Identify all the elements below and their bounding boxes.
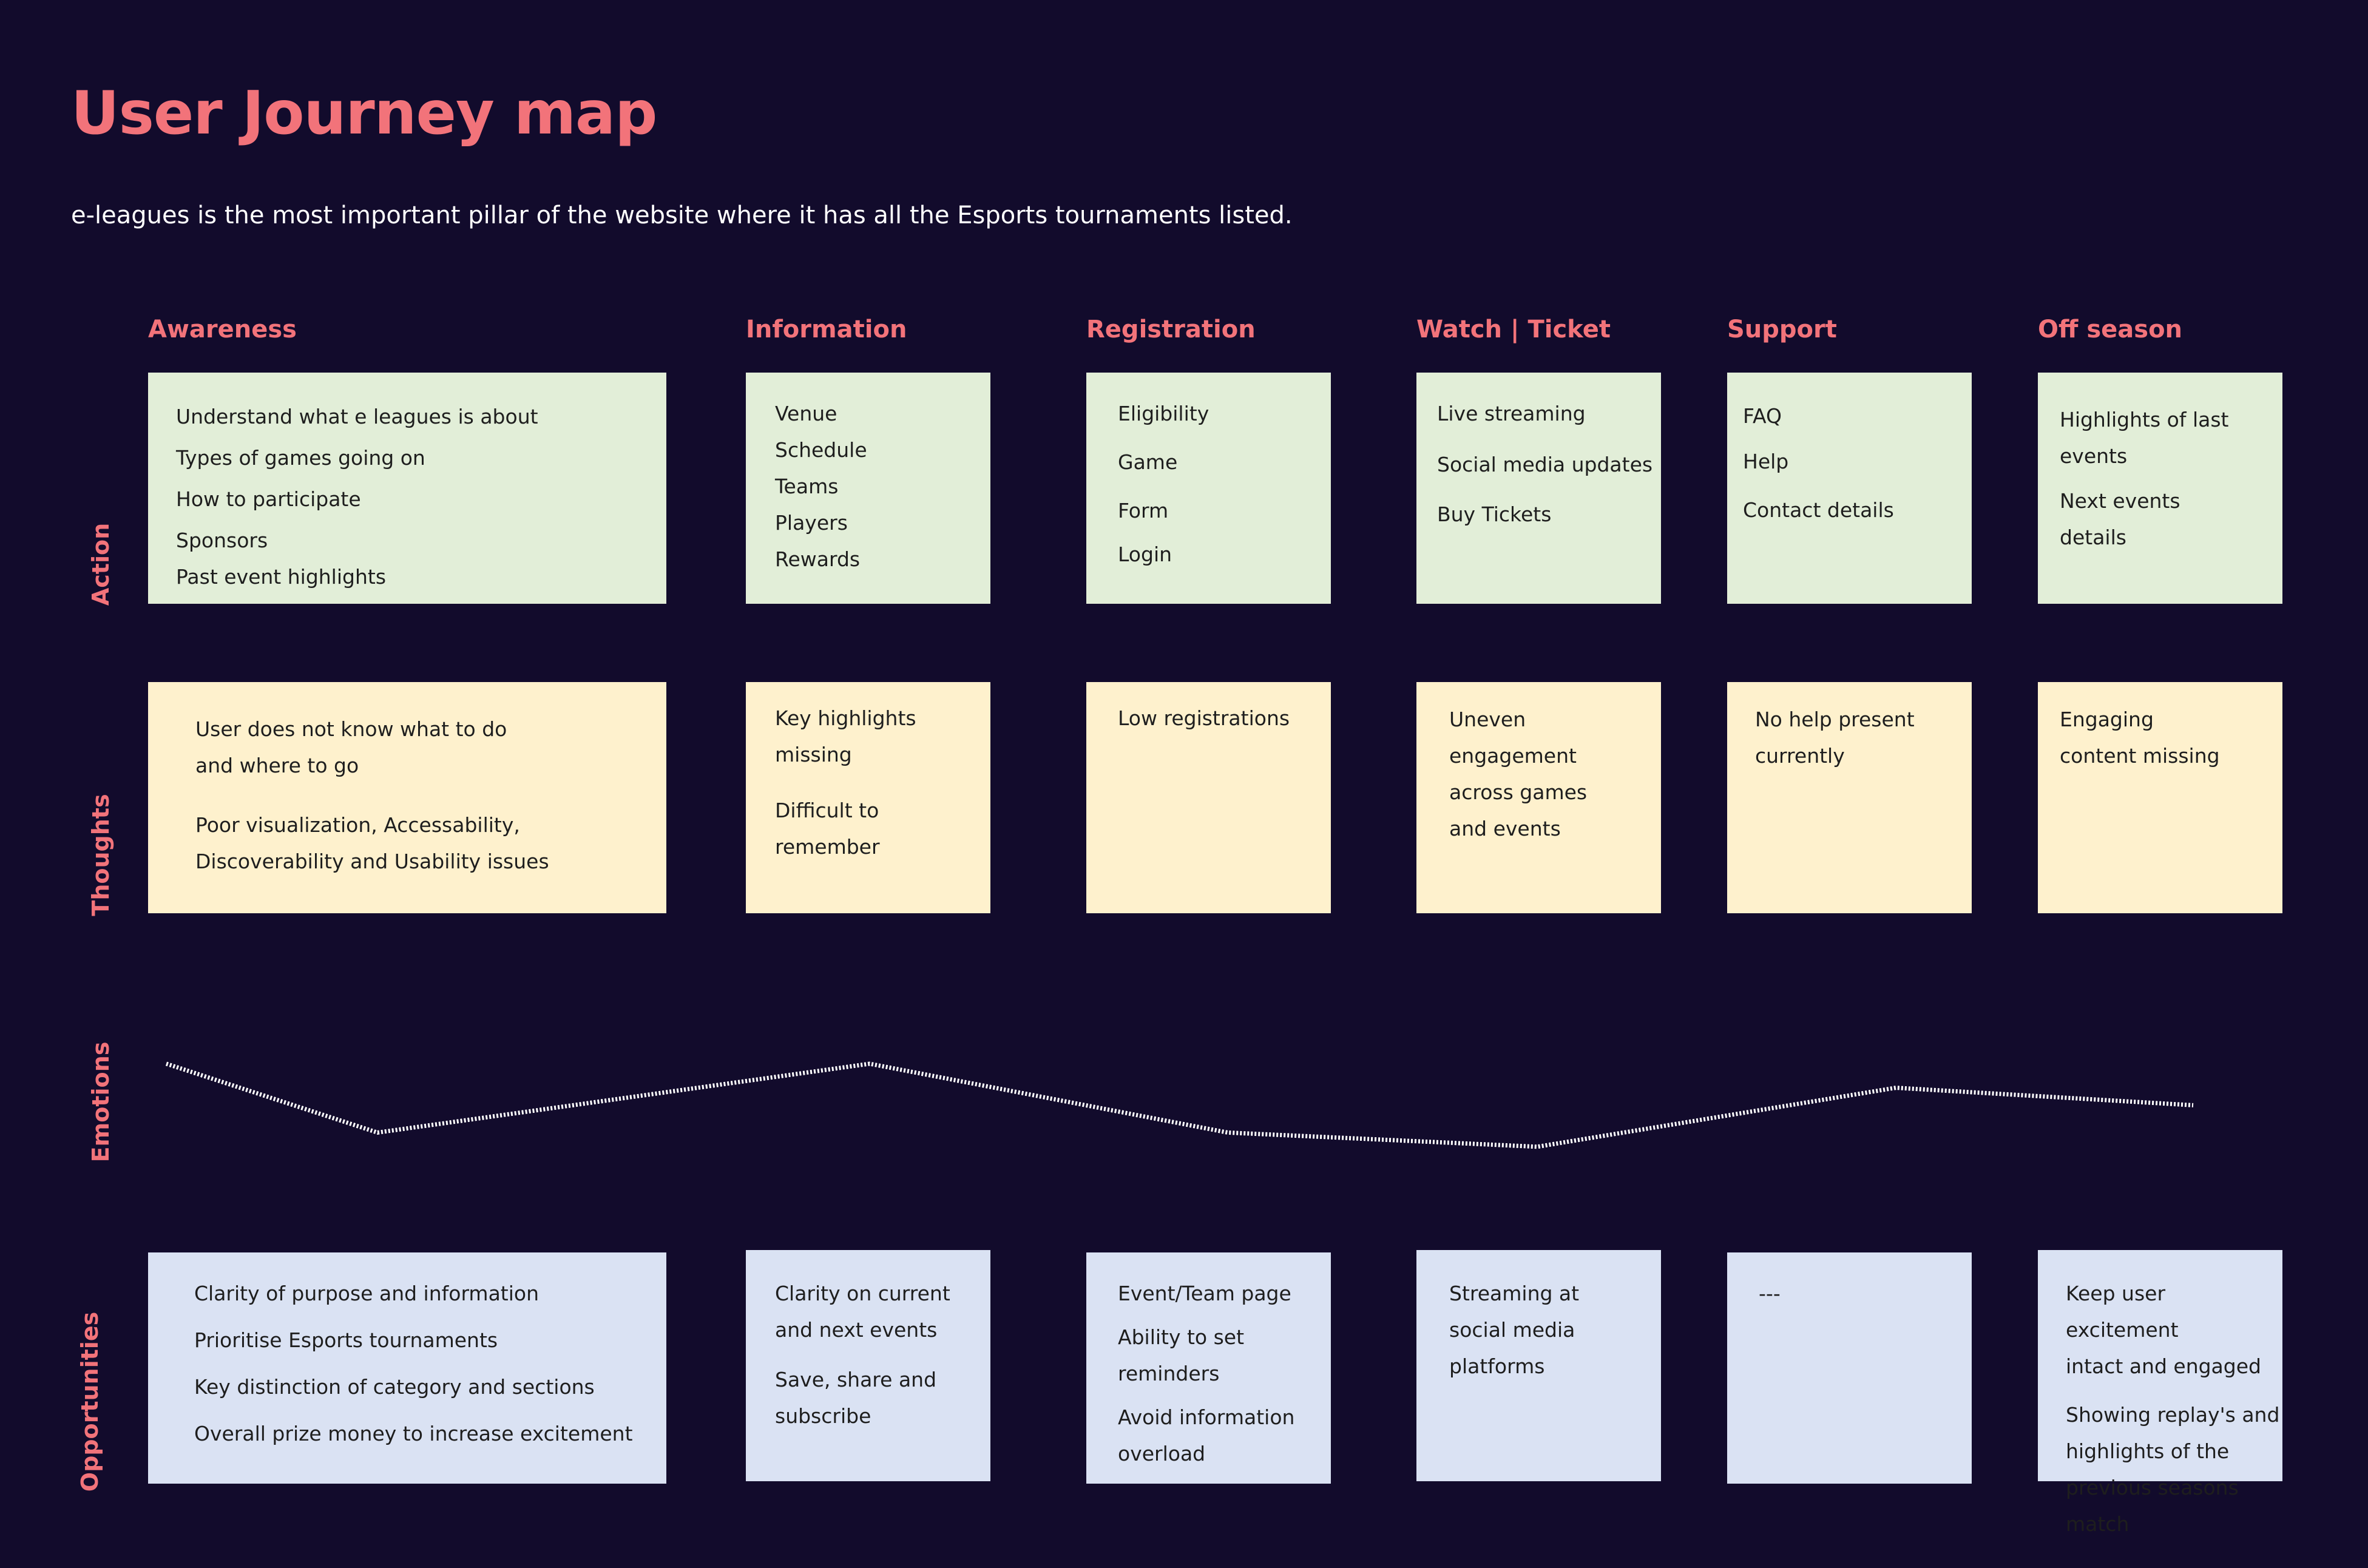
action-item: Contact details [1743,498,1894,522]
action-item: Rewards [775,547,861,571]
thought-item: Low registrations [1118,706,1290,730]
thought-card-awareness: User does not know what to do and where … [148,682,666,913]
stage-header-watch-ticket: Watch | Ticket [1416,316,1611,343]
opportunity-item: Overall prize money to increase exciteme… [194,1422,633,1445]
thought-card-registration: Low registrations [1086,682,1331,913]
action-item: Past event highlights [176,565,387,589]
opportunity-item: Showing replay's and highlights of the p… [2066,1403,2280,1536]
thought-item: User does not know what to do and where … [195,717,507,777]
opportunity-card-watch-ticket: Streaming at social media platforms [1416,1250,1661,1481]
action-card-off-season: Highlights of last events Next events de… [2038,373,2282,604]
action-item: Highlights of last events [2060,408,2229,468]
action-item: Game [1118,450,1178,474]
action-item: How to participate [176,487,361,511]
action-item: Teams [775,475,839,498]
opportunity-item: Save, share and subscribe [775,1368,937,1428]
opportunity-item: Clarity of purpose and information [194,1282,540,1305]
action-card-watch-ticket: Live streaming Social media updates Buy … [1416,373,1661,604]
thought-card-support: No help present currently [1727,682,1972,913]
action-item: Buy Tickets [1437,502,1552,526]
opportunity-item: --- [1759,1282,1781,1305]
stage-header-registration: Registration [1086,316,1256,343]
stage-header-awareness: Awareness [148,316,297,343]
stage-header-information: Information [746,316,907,343]
thought-card-information: Key highlights missing Difficult to reme… [746,682,990,913]
thought-item: Poor visualization, Accessability, Disco… [195,813,549,873]
action-item: Sponsors [176,529,268,552]
opportunity-item: Avoid information overload [1118,1405,1295,1465]
opportunity-card-registration: Event/Team page Ability to set reminders… [1086,1252,1331,1484]
opportunity-item: Prioritise Esports tournaments [194,1328,498,1352]
stage-header-support: Support [1727,316,1837,343]
action-item: FAQ [1743,404,1782,428]
action-item: Login [1118,542,1172,566]
opportunity-item: Keep user excitement intact and engaged [2066,1282,2261,1378]
action-item: Understand what e leagues is about [176,405,538,428]
action-item: Help [1743,450,1789,473]
opportunity-item: Streaming at social media platforms [1449,1282,1580,1378]
thought-item: No help present currently [1755,708,1915,768]
action-card-awareness: Understand what e leagues is about Types… [148,373,666,604]
thought-item: Difficult to remember [775,799,880,859]
action-item: Schedule [775,438,867,462]
action-item: Types of games going on [176,446,425,470]
action-item: Eligibility [1118,402,1209,425]
thought-card-watch-ticket: Uneven engagement across games and event… [1416,682,1661,913]
opportunity-card-information: Clarity on current and next events Save,… [746,1250,990,1481]
opportunity-item: Clarity on current and next events [775,1282,950,1342]
thought-card-off-season: Engaging content missing [2038,682,2282,913]
thought-item: Engaging content missing [2060,708,2220,768]
page-subtitle: e-leagues is the most important pillar o… [71,201,1293,229]
stage-header-off-season: Off season [2038,316,2183,343]
opportunity-item: Event/Team page [1118,1282,1291,1305]
action-item: Live streaming [1437,402,1586,425]
thought-item: Key highlights missing [775,706,916,766]
opportunity-card-awareness: Clarity of purpose and information Prior… [148,1252,666,1484]
action-item: Form [1118,499,1169,522]
opportunity-item: Key distinction of category and sections [194,1375,595,1399]
action-item: Next events details [2060,489,2180,549]
opportunity-card-off-season: Keep user excitement intact and engaged … [2038,1250,2282,1536]
action-item: Social media updates [1437,453,1653,476]
emotion-line [165,1061,2194,1149]
thought-item: Uneven engagement across games and event… [1449,708,1588,840]
opportunity-card-support: --- [1727,1252,1972,1484]
action-card-information: Venue Schedule Teams Players Rewards [746,373,990,604]
opportunity-item: Ability to set reminders [1118,1325,1245,1385]
page-title: User Journey map [71,79,657,148]
action-card-registration: Eligibility Game Form Login [1086,373,1331,604]
action-item: Venue [775,402,837,425]
action-card-support: FAQ Help Contact details [1727,373,1972,604]
action-item: Players [775,511,848,535]
